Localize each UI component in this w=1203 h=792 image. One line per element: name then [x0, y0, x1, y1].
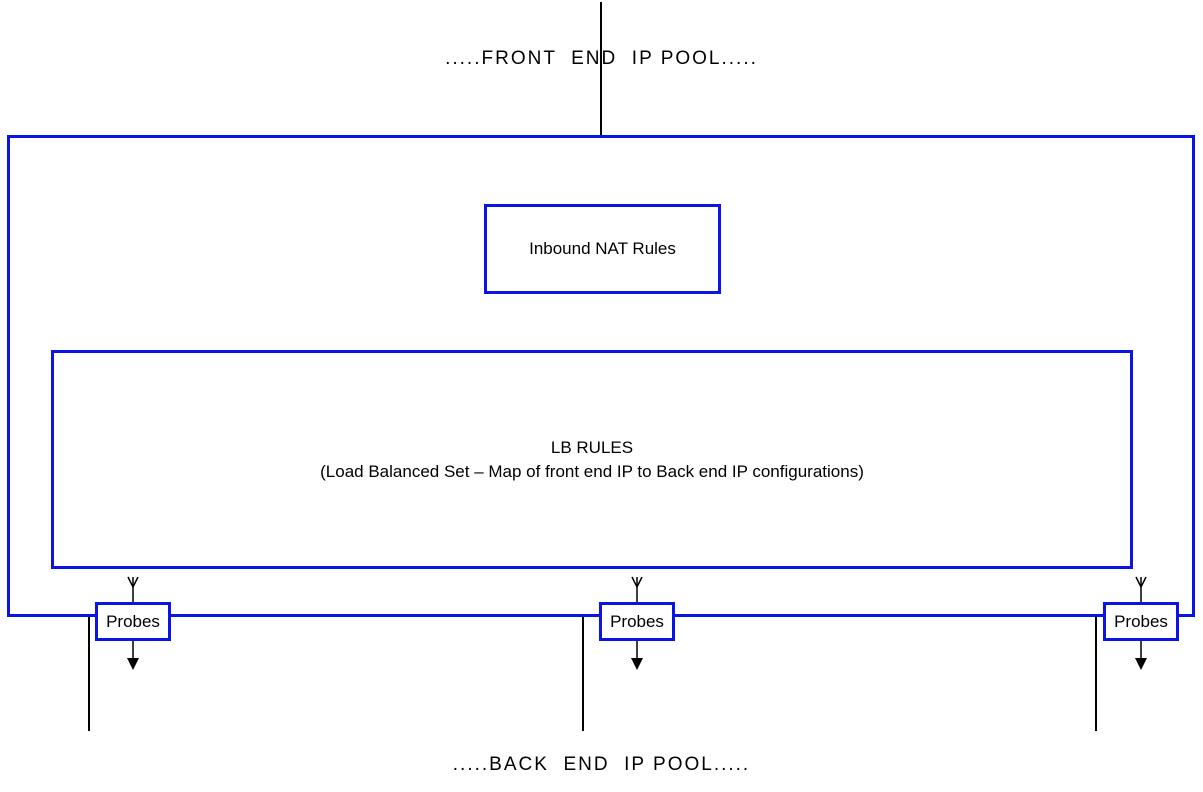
probes-box-2: Probes	[599, 602, 675, 641]
probe-output-arrow-1	[127, 641, 139, 670]
probe-input-arrow-1	[127, 576, 139, 602]
probe-input-arrow-2	[631, 576, 643, 602]
lb-rules-title: LB RULES	[550, 437, 634, 457]
inbound-nat-rules-label: Inbound NAT Rules	[529, 239, 676, 258]
probe-output-arrow-3	[1135, 641, 1147, 670]
lb-rules-subtitle: (Load Balanced Set – Map of front end IP…	[320, 461, 864, 481]
lb-rules-box: LB RULES (Load Balanced Set – Map of fro…	[51, 350, 1133, 569]
back-end-ip-pool-label: .....BACK END IP POOL.....	[452, 754, 751, 775]
probes-box-1: Probes	[95, 602, 171, 641]
probes-label: Probes	[610, 611, 664, 631]
probes-label: Probes	[106, 611, 160, 631]
inbound-nat-rules-box: Inbound NAT Rules	[484, 204, 721, 294]
probe-output-arrow-2	[631, 641, 643, 670]
front-end-ip-pool-label: .....FRONT END IP POOL.....	[445, 48, 758, 69]
probe-input-arrow-3	[1135, 576, 1147, 602]
probes-box-3: Probes	[1103, 602, 1179, 641]
probes-label: Probes	[1114, 611, 1168, 631]
